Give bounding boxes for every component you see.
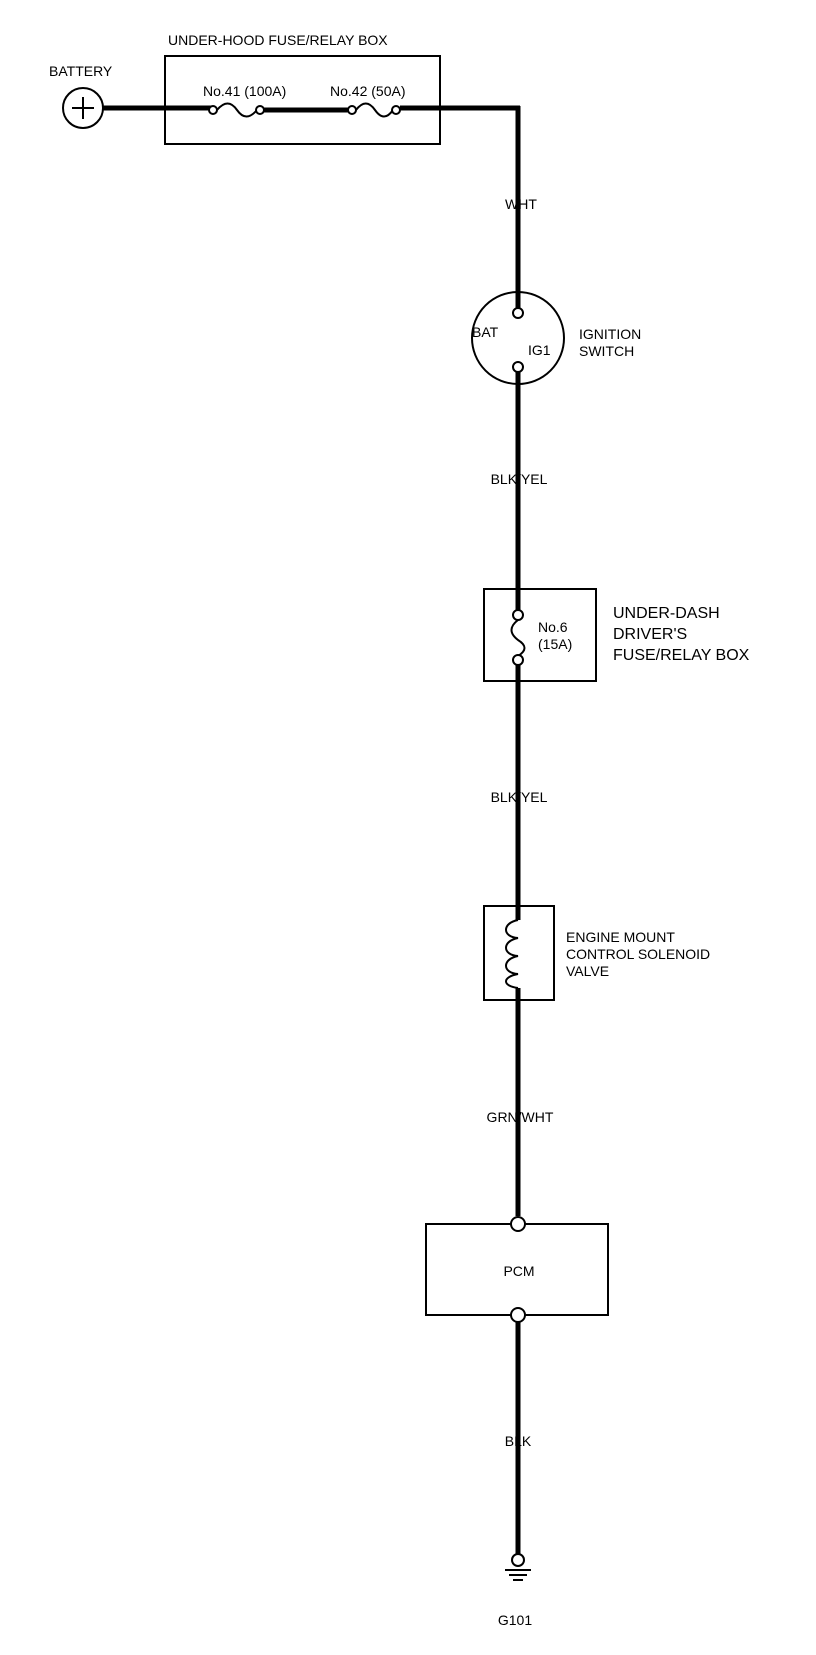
fuse-6-label: No.6 (15A) (538, 619, 572, 653)
solenoid-label: ENGINE MOUNT CONTROL SOLENOID VALVE (566, 929, 710, 980)
fuse-41-element (216, 102, 258, 118)
fuse-6-rating: (15A) (538, 636, 573, 652)
fuse-41-label: No.41 (100A) (203, 83, 287, 99)
fuse-6-number: No.6 (538, 619, 568, 635)
ground-label: G101 (497, 1612, 533, 1628)
fuse-42-terminal-left (347, 105, 357, 115)
wire-label-grn-wht: GRN/WHT (486, 1109, 554, 1125)
wire-label-blk-yel-2: BLK/YEL (490, 789, 548, 805)
solenoid-label-line2: CONTROL SOLENOID (566, 946, 711, 962)
ignition-bat-terminal (512, 307, 524, 319)
ignition-label-line2: SWITCH (579, 343, 635, 359)
fuse-42-terminal-right (391, 105, 401, 115)
wire-label-blk: BLK (504, 1433, 532, 1449)
wire-label-wht: WHT (505, 196, 537, 212)
underdash-label-line2: DRIVER'S (613, 626, 688, 643)
pcm-label: PCM (503, 1263, 535, 1279)
fuse-6-terminal-bottom (512, 654, 524, 666)
solenoid-label-line3: VALVE (566, 963, 610, 979)
ignition-label-line1: IGNITION (579, 326, 642, 342)
underhood-box-title: UNDER-HOOD FUSE/RELAY BOX (168, 32, 388, 48)
underhood-fuse-box (164, 55, 441, 145)
underdash-label-line1: UNDER-DASH (613, 605, 720, 622)
battery-label: BATTERY (49, 63, 113, 79)
solenoid-box (483, 905, 555, 1001)
ignition-switch-label: IGNITION SWITCH (579, 326, 641, 360)
pcm-terminal-top (510, 1216, 526, 1232)
ground-terminal (511, 1553, 525, 1567)
fuse-6-terminal-top (512, 609, 524, 621)
pcm-terminal-bottom (510, 1307, 526, 1323)
fuse-42-element (355, 102, 394, 118)
fuse-41-terminal-right (255, 105, 265, 115)
underdash-fuse-box (483, 588, 597, 682)
fuse-42-label: No.42 (50A) (330, 83, 406, 99)
fuse-41-terminal-left (208, 105, 218, 115)
underdash-box-label: UNDER-DASH DRIVER'S FUSE/RELAY BOX (613, 603, 749, 666)
ignition-ig1-label: IG1 (528, 342, 551, 358)
fuse-6-element (510, 619, 526, 657)
solenoid-label-line1: ENGINE MOUNT (566, 929, 675, 945)
ignition-ig1-terminal (512, 361, 524, 373)
solenoid-coil (505, 919, 519, 989)
wire-label-blk-yel-1: BLK/YEL (490, 471, 548, 487)
underdash-label-line3: FUSE/RELAY BOX (613, 647, 750, 664)
ignition-bat-label: BAT (472, 324, 499, 340)
